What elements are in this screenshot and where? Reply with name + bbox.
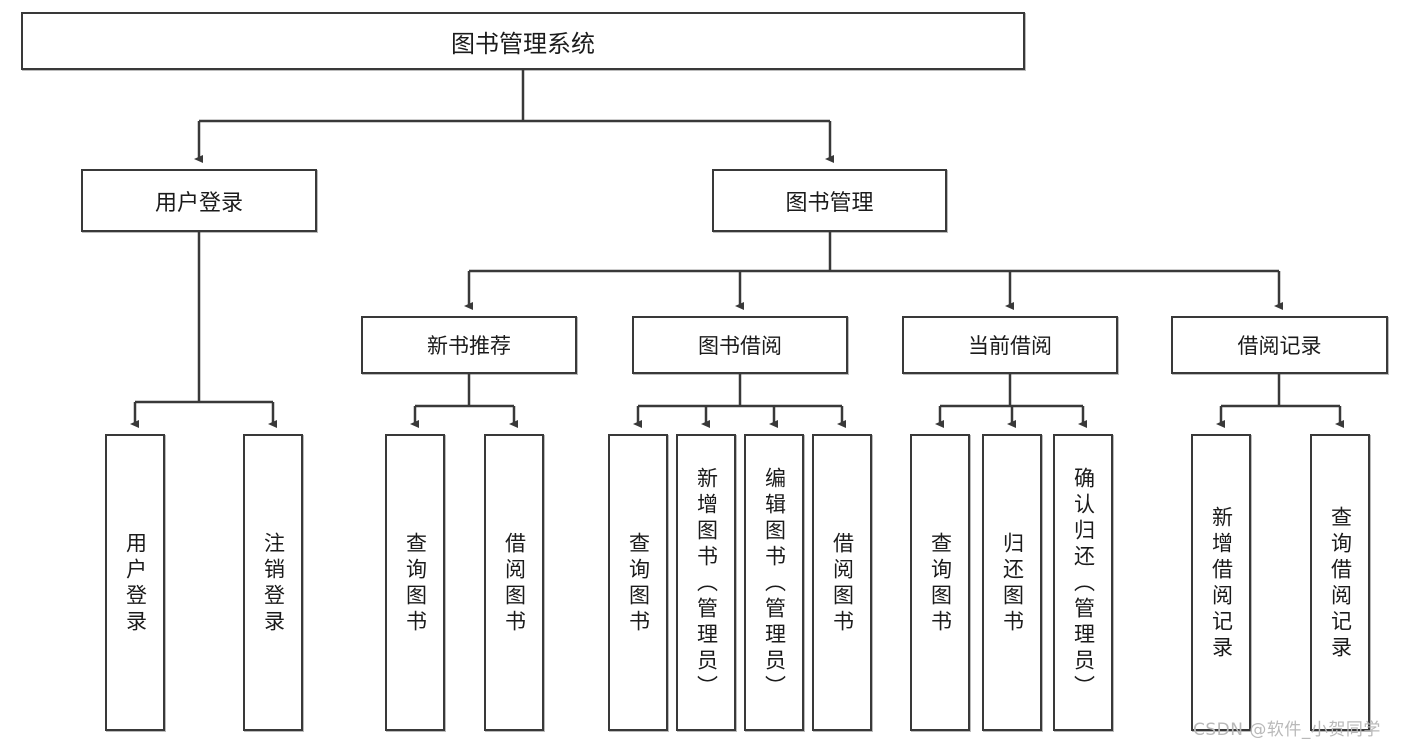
leaf-node[interactable]: 归还图书 (982, 434, 1042, 731)
leaf-node[interactable]: 查询图书 (608, 434, 668, 731)
watermark: CSDN @软件_小贺同学 (1193, 720, 1381, 740)
node-book-borrow[interactable]: 图书借阅 (632, 316, 848, 374)
node-user-login[interactable]: 用户登录 (81, 169, 317, 232)
leaf-node[interactable]: 确认归还（管理员） (1053, 434, 1113, 731)
leaf-node[interactable]: 新增图书（管理员） (676, 434, 736, 731)
leaf-node[interactable]: 注销登录 (243, 434, 303, 731)
node-current-borrow[interactable]: 当前借阅 (902, 316, 1118, 374)
node-borrow-record[interactable]: 借阅记录 (1171, 316, 1388, 374)
leaf-node[interactable]: 查询图书 (385, 434, 445, 731)
leaf-node[interactable]: 借阅图书 (812, 434, 872, 731)
leaf-node[interactable]: 新增借阅记录 (1191, 434, 1251, 731)
leaf-node[interactable]: 查询图书 (910, 434, 970, 731)
node-new-book-recommend[interactable]: 新书推荐 (361, 316, 577, 374)
leaf-node[interactable]: 用户登录 (105, 434, 165, 731)
leaf-node[interactable]: 查询借阅记录 (1310, 434, 1370, 731)
node-book-manage[interactable]: 图书管理 (712, 169, 947, 232)
leaf-node[interactable]: 编辑图书（管理员） (744, 434, 804, 731)
leaf-node[interactable]: 借阅图书 (484, 434, 544, 731)
node-root[interactable]: 图书管理系统 (21, 12, 1025, 70)
